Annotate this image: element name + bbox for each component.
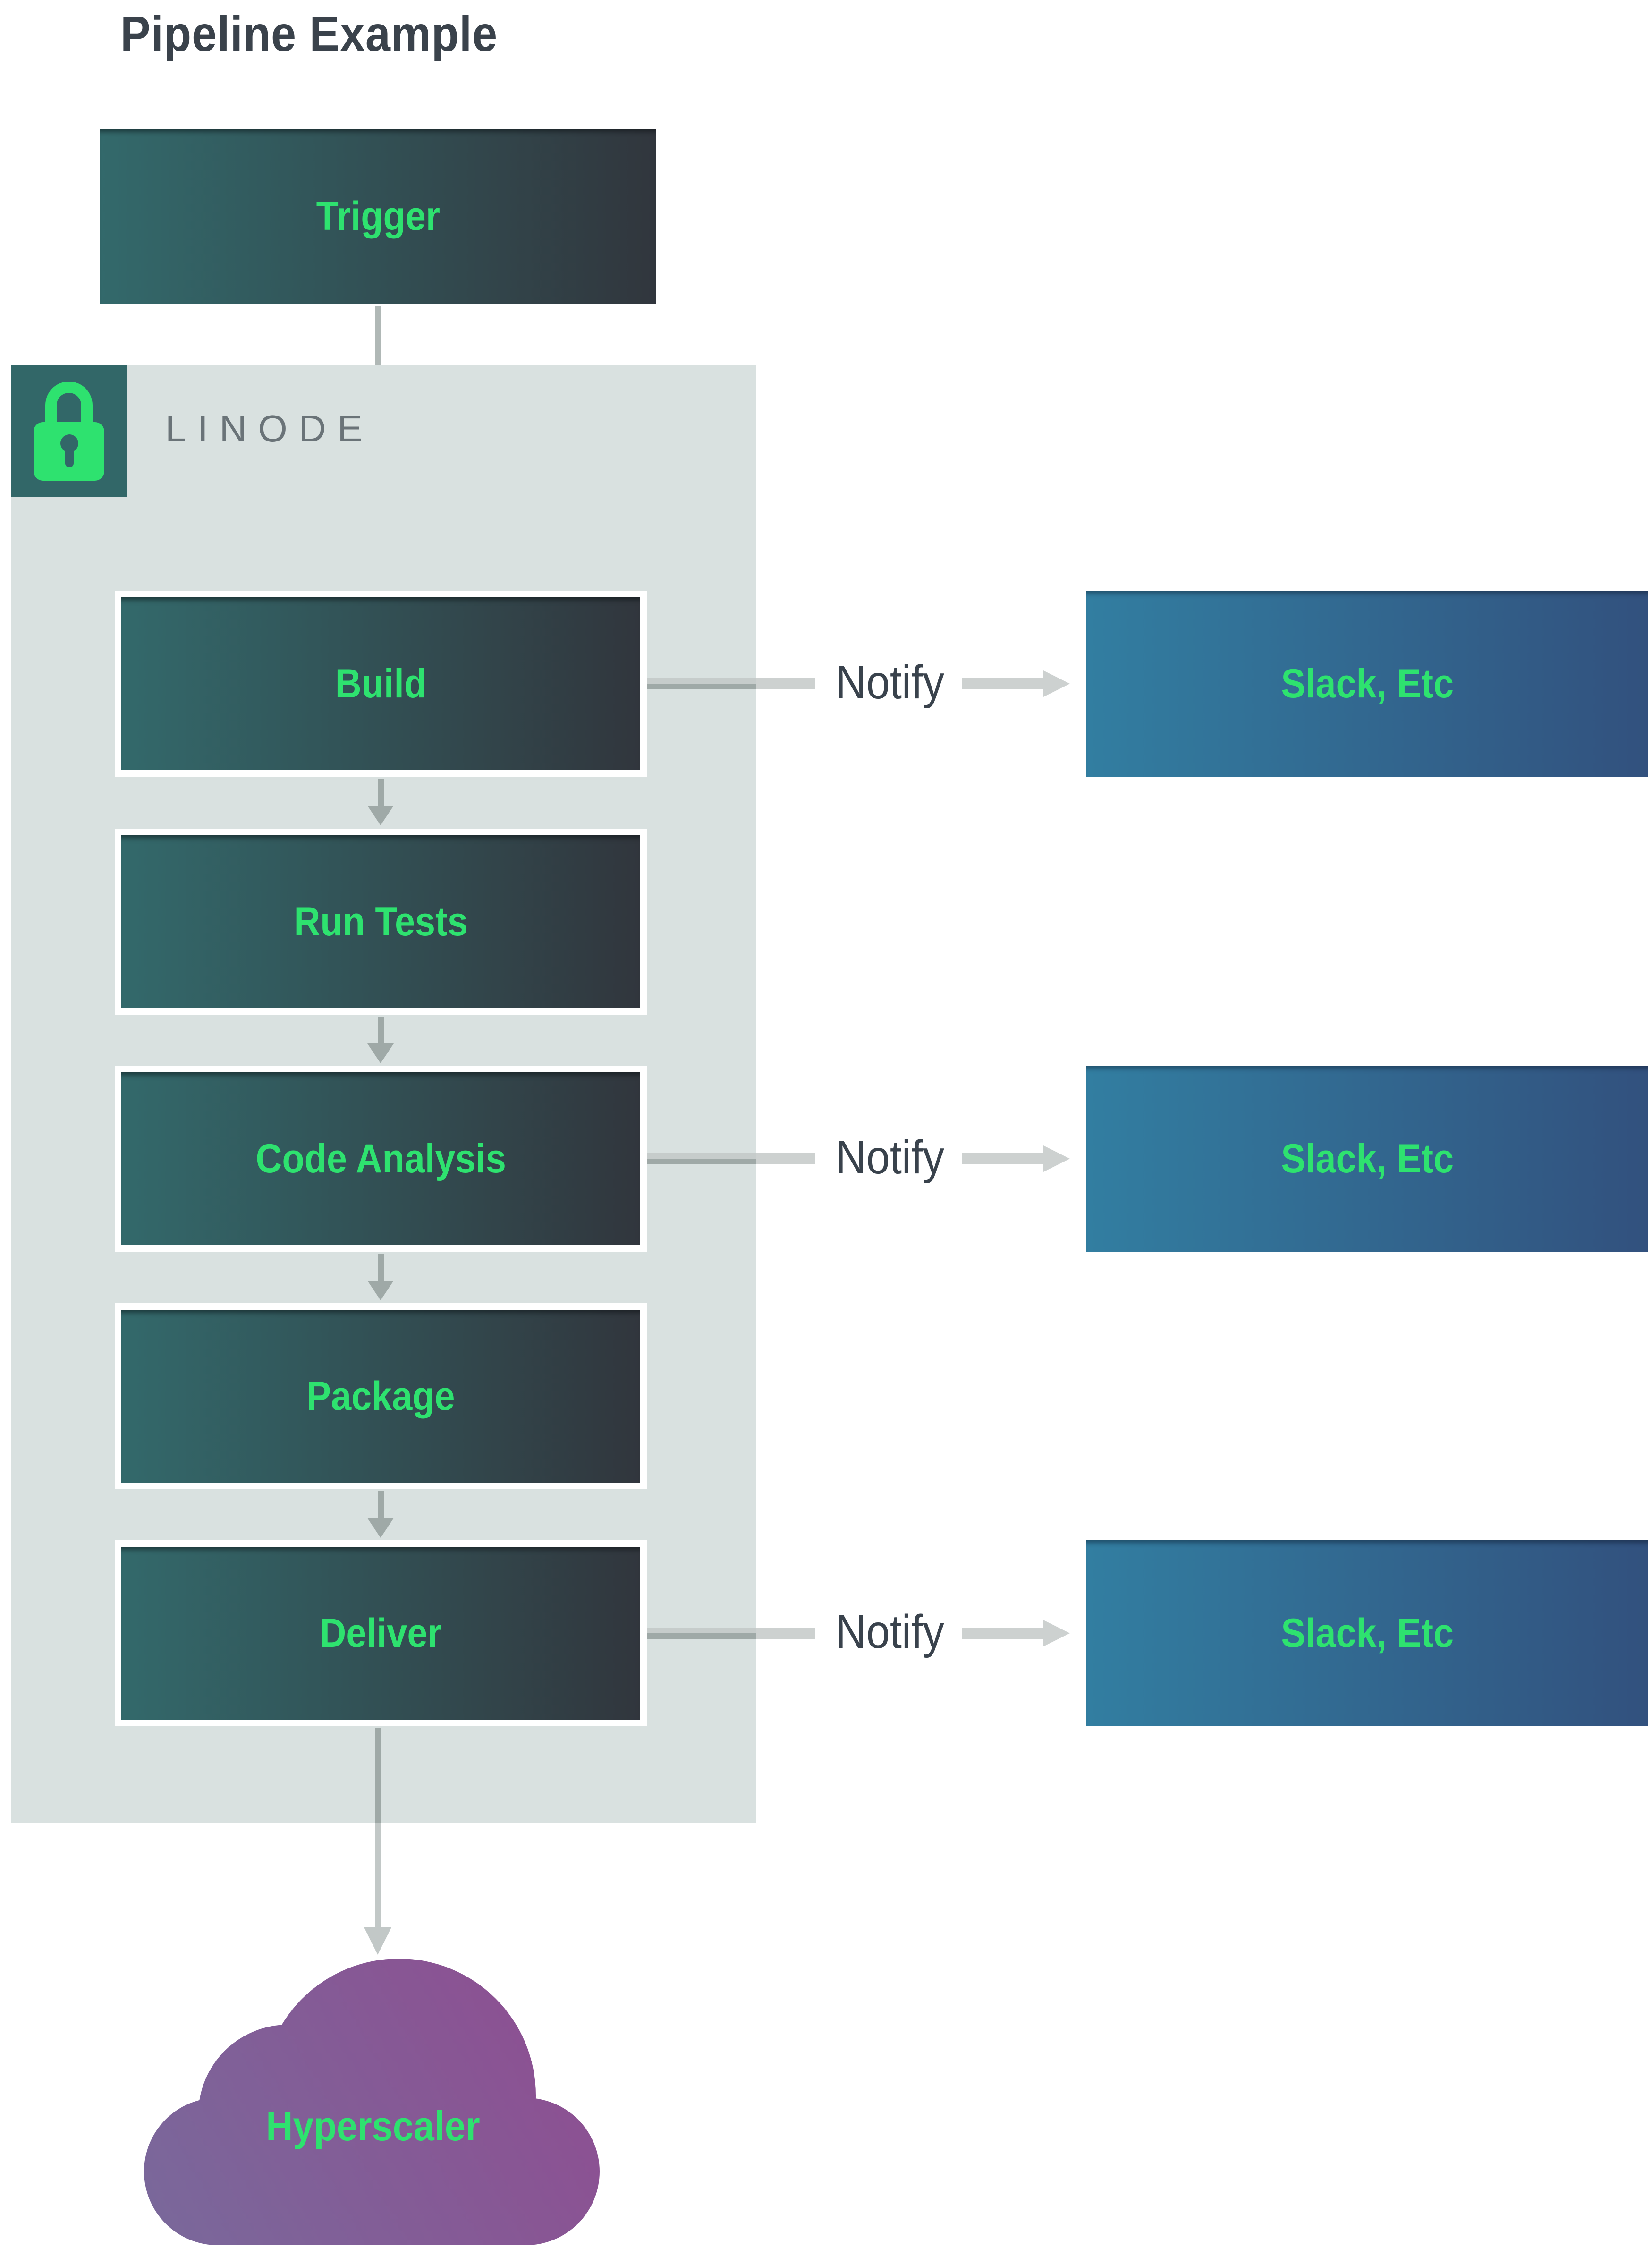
trigger-label: Trigger [316, 194, 441, 239]
stage-label-run-tests: Run Tests [294, 899, 468, 944]
notify-connector-left [756, 1628, 815, 1639]
stage-box-code-analysis: Code Analysis [115, 1066, 647, 1252]
notify-label: Notify [819, 1605, 961, 1659]
stage-box-deliver: Deliver [115, 1540, 647, 1726]
stage-label-wrap: Package [121, 1310, 640, 1483]
notify-label-text: Notify [835, 1131, 945, 1184]
notification-label-wrap: Slack, Etc [1086, 1066, 1648, 1252]
lock-shackle [45, 382, 93, 427]
notification-box-slack-1: Slack, Etc [1086, 591, 1648, 777]
stage-arrow-head [367, 806, 394, 825]
page-title: Pipeline Example [120, 6, 540, 63]
stage-label-deliver: Deliver [320, 1610, 442, 1656]
notification-label-wrap: Slack, Etc [1086, 1540, 1648, 1726]
trigger-box: Trigger [100, 129, 656, 304]
stage-box-run-tests-inner: Run Tests [121, 835, 640, 1008]
stage-box-build-inner: Build [121, 597, 640, 770]
stage-label-wrap: Run Tests [121, 835, 640, 1008]
stage-box-deliver-inner: Deliver [121, 1547, 640, 1720]
notify-arrow-head [1043, 1620, 1070, 1646]
notification-label-wrap: Slack, Etc [1086, 591, 1648, 777]
trigger-label-wrap: Trigger [100, 129, 656, 304]
lock-body [34, 422, 104, 481]
stage-label-package: Package [306, 1373, 455, 1419]
notify-label-text: Notify [835, 1605, 945, 1658]
notification-box-slack-2: Slack, Etc [1086, 1066, 1648, 1252]
notify-label: Notify [819, 655, 961, 710]
stage-arrow-head [367, 1518, 394, 1538]
stage-arrow-line [378, 779, 384, 806]
stage-box-package-inner: Package [121, 1310, 640, 1483]
stage-arrow-line [378, 1491, 384, 1518]
stage-box-run-tests: Run Tests [115, 829, 647, 1015]
stage-label-code-analysis: Code Analysis [255, 1136, 506, 1181]
notify-arrow-head [1043, 670, 1070, 697]
notify-label-text: Notify [835, 656, 945, 709]
notify-arrow-line [962, 678, 1043, 689]
notify-connector-left [756, 1153, 815, 1164]
cloud-shape [144, 1959, 600, 2245]
notify-arrow-line [962, 1153, 1043, 1164]
linode-label: LINODE [165, 407, 374, 450]
notify-arrow-line [962, 1628, 1043, 1639]
notification-box-slack-3: Slack, Etc [1086, 1540, 1648, 1726]
notify-connector-left [647, 1153, 756, 1164]
deploy-arrow-head [364, 1927, 391, 1955]
deploy-arrow-line [375, 1823, 381, 1927]
hyperscaler-cloud [142, 1956, 604, 2248]
stage-box-code-analysis-inner: Code Analysis [121, 1072, 640, 1245]
lock-keyhole-stem [65, 446, 74, 467]
deploy-arrow-line [375, 1728, 381, 1823]
stage-label-wrap: Code Analysis [121, 1072, 640, 1245]
notify-connector-left [647, 678, 756, 689]
stage-arrow-head [367, 1043, 394, 1063]
lock-badge [11, 365, 127, 497]
notification-label: Slack, Etc [1281, 1136, 1454, 1181]
notify-label: Notify [819, 1130, 961, 1185]
notification-label: Slack, Etc [1281, 1610, 1454, 1656]
notify-arrow-head [1043, 1145, 1070, 1172]
hyperscaler-label-wrap: Hyperscaler [142, 2102, 604, 2150]
stage-box-build: Build [115, 591, 647, 777]
stage-arrow-head [367, 1281, 394, 1300]
stage-label-wrap: Deliver [121, 1547, 640, 1720]
page-title-text: Pipeline Example [120, 6, 498, 62]
stage-arrow-line [378, 1017, 384, 1043]
hyperscaler-label: Hyperscaler [266, 2103, 480, 2149]
stage-arrow-line [378, 1254, 384, 1281]
stage-label-build: Build [335, 661, 427, 706]
notify-connector-left [756, 678, 815, 689]
stage-box-package: Package [115, 1303, 647, 1489]
notification-label: Slack, Etc [1281, 661, 1454, 706]
stage-label-wrap: Build [121, 597, 640, 770]
notify-connector-left [647, 1628, 756, 1639]
